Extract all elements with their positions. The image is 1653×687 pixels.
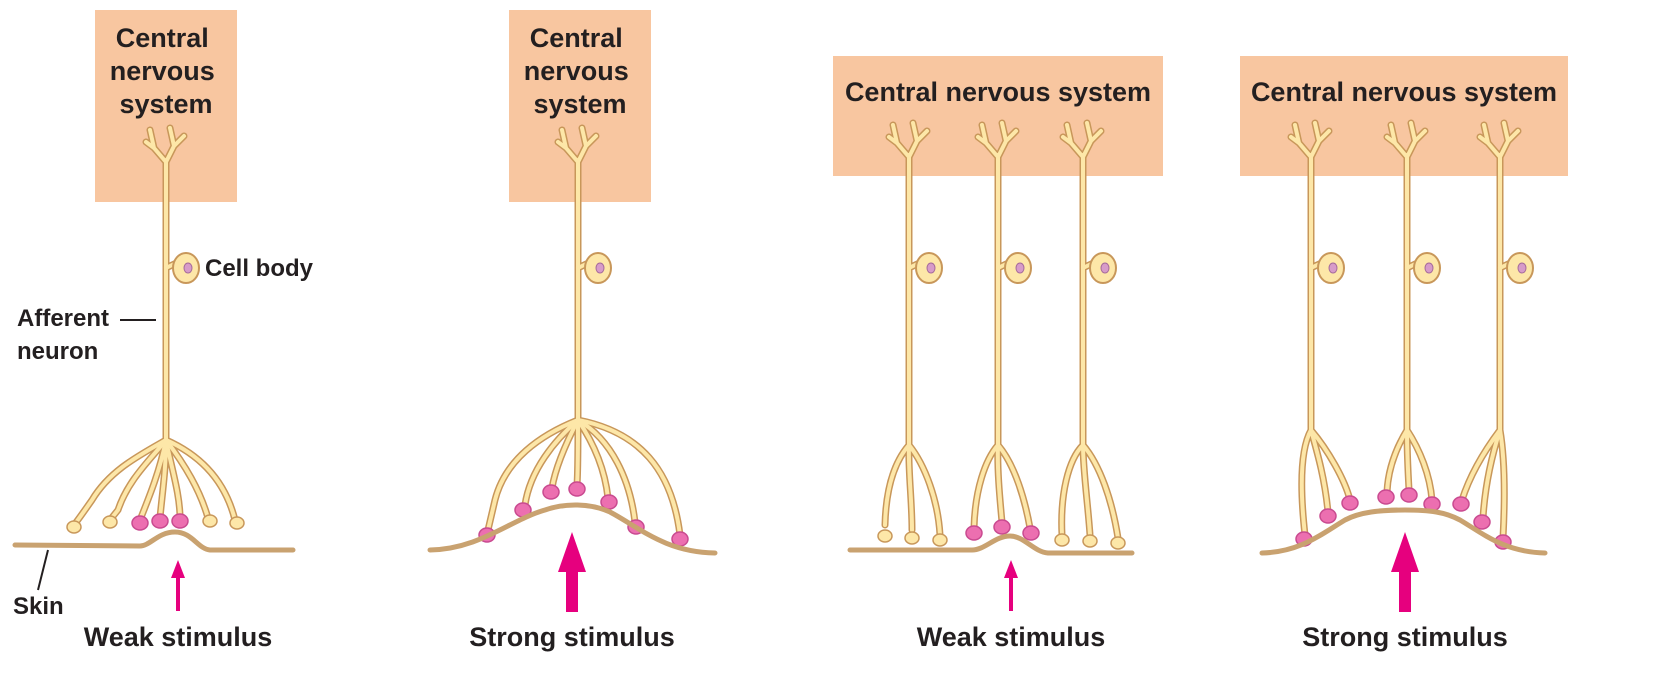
stimulus-caption: Weak stimulus	[84, 622, 273, 652]
afferent-neuron	[966, 123, 1039, 540]
skin-surface	[15, 532, 293, 550]
inactive-receptor	[67, 521, 81, 533]
afferent-neuron	[1378, 123, 1440, 511]
stimulus-caption: Weak stimulus	[917, 622, 1106, 652]
stimulus-arrow	[1004, 560, 1018, 611]
skin-label: Skin	[13, 593, 64, 620]
panel-2: Central nervous system	[430, 10, 715, 652]
active-receptor	[152, 514, 168, 528]
panel-4: Central nervous system	[1240, 56, 1568, 652]
skin-pointer	[38, 550, 48, 590]
stimulus-caption: Strong stimulus	[1302, 622, 1508, 652]
cns-label: Central nervous system	[110, 23, 223, 119]
stimulus-arrow	[1391, 532, 1419, 612]
afferent-neuron-label: Afferent neuron	[17, 305, 116, 365]
cns-label: Central nervous system	[845, 77, 1151, 107]
cell-body-label: Cell body	[205, 255, 314, 282]
afferent-neuron	[1291, 123, 1358, 546]
inactive-receptor	[103, 516, 117, 528]
inactive-receptor	[203, 515, 217, 527]
stimulus-arrow	[171, 560, 185, 611]
active-receptor	[172, 514, 188, 528]
panel-3: Central nervous system	[833, 56, 1163, 652]
afferent-neuron	[1453, 123, 1533, 549]
cns-label: Central nervous system	[524, 23, 637, 119]
panel-1: Central nervous system	[13, 10, 314, 652]
active-receptor	[543, 485, 559, 499]
afferent-neuron	[1055, 123, 1125, 549]
inactive-receptor	[230, 517, 244, 529]
active-receptor	[569, 482, 585, 496]
stimulus-arrow	[558, 532, 586, 612]
active-receptor	[132, 516, 148, 530]
afferent-neuron	[878, 123, 947, 546]
cell-nucleus	[184, 263, 192, 273]
cns-label: Central nervous system	[1251, 77, 1557, 107]
stimulus-caption: Strong stimulus	[469, 622, 675, 652]
